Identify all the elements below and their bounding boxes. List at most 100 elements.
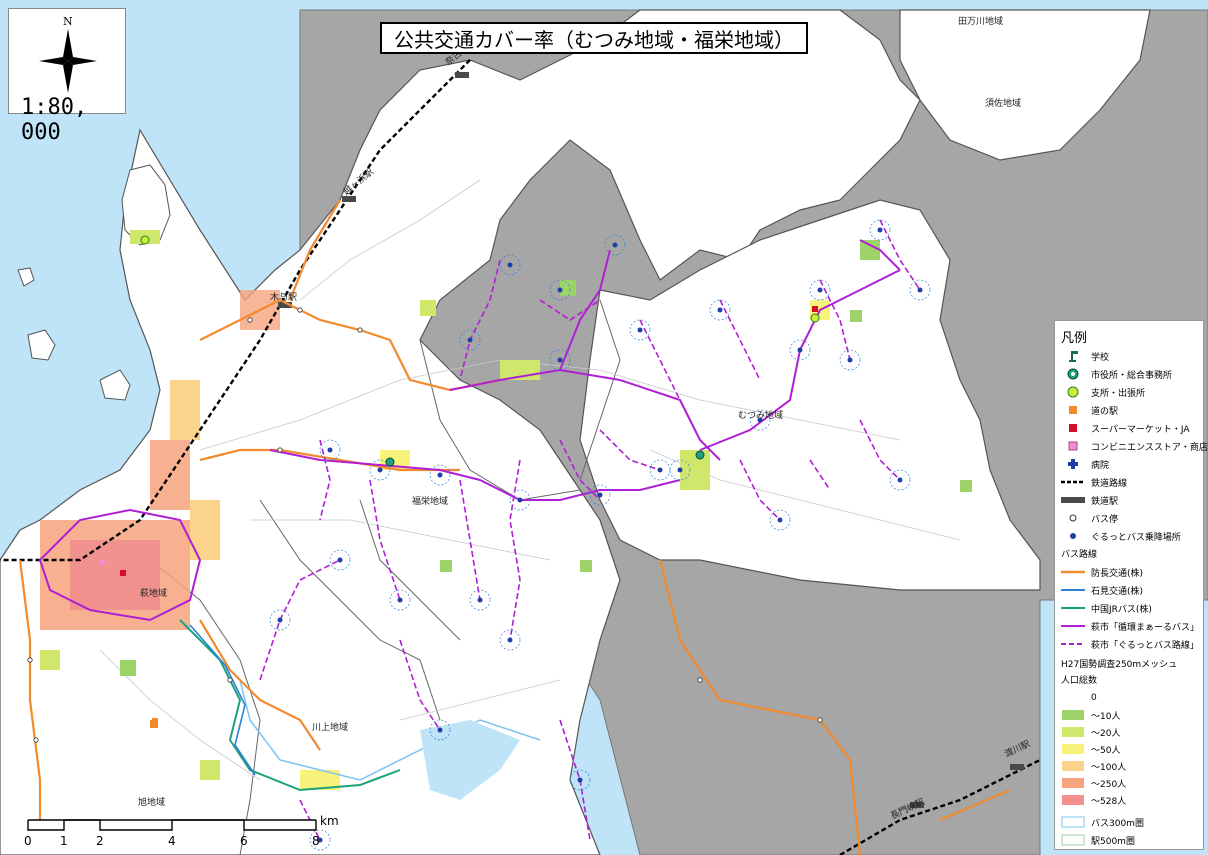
city-hall-icon bbox=[1067, 368, 1079, 380]
school-icon bbox=[1069, 351, 1078, 362]
legend-bus-buffer: バス300m圏 bbox=[1061, 813, 1144, 831]
pop-swatch bbox=[1062, 761, 1084, 771]
compass-icon bbox=[39, 29, 97, 93]
pop-class-label: ～528人 bbox=[1091, 796, 1127, 807]
pop-swatch bbox=[1062, 727, 1084, 737]
scale-tick: 0 bbox=[24, 834, 32, 848]
north-letter: N bbox=[63, 15, 73, 28]
scale-tick: 6 bbox=[240, 834, 248, 848]
jr-route bbox=[179, 619, 401, 792]
iwami-line-icon bbox=[1061, 589, 1085, 591]
bus-stops bbox=[27, 307, 823, 743]
scale-tick: 8 bbox=[312, 834, 320, 848]
map-title: 公共交通カバー率（むつみ地域・福栄地域） bbox=[380, 22, 808, 54]
pop-swatch bbox=[1062, 693, 1084, 703]
lake bbox=[420, 720, 520, 800]
scale-ratio: 1:80, 000 bbox=[21, 95, 88, 145]
place-label-mutsumi: むつみ地域 bbox=[738, 411, 784, 421]
scale-tick: 4 bbox=[168, 834, 176, 848]
supermarket-icon bbox=[1069, 424, 1077, 432]
pop-class-label: ～250人 bbox=[1091, 779, 1127, 790]
hospital-icon bbox=[1068, 459, 1078, 469]
scale-bar-graphic bbox=[27, 819, 322, 831]
legend-item-school: 学校 bbox=[1061, 347, 1109, 365]
north-arrow-panel: N 1:80, 000 bbox=[8, 8, 126, 145]
legend-route-iwami: 石見交通(株) bbox=[1061, 581, 1143, 599]
legend-pop-class: ～250人 bbox=[1061, 774, 1126, 792]
pop-class-label: ～50人 bbox=[1091, 745, 1121, 756]
gurutto-stops bbox=[277, 227, 923, 843]
pop-swatch bbox=[1062, 710, 1084, 720]
legend-mesh-heading: H27国勢調査250mメッシュ bbox=[1061, 660, 1178, 670]
pop-swatch bbox=[1062, 795, 1084, 805]
place-label-fukue: 福栄地域 bbox=[412, 497, 449, 507]
bofu-routes bbox=[18, 199, 1011, 855]
legend-item-convenience: コンビニエンスストア・商店 bbox=[1061, 437, 1208, 455]
place-label-tamagawa: 田万川地域 bbox=[958, 17, 1004, 27]
legend-item-gurutto-stop: ぐるっとバス乗降場所 bbox=[1061, 527, 1181, 545]
mainland bbox=[0, 9, 921, 855]
station-label-kiyo: 木与駅 bbox=[270, 293, 298, 303]
island bbox=[99, 369, 131, 401]
minor-roads bbox=[99, 179, 961, 781]
legend-bus-heading: バス路線 bbox=[1061, 550, 1098, 560]
island bbox=[17, 267, 35, 287]
roadside-station-icon bbox=[1069, 406, 1077, 414]
station-buffer-icon bbox=[1061, 834, 1085, 846]
island bbox=[27, 329, 56, 361]
legend-item-branch-office: 支所・出張所 bbox=[1061, 383, 1145, 401]
pop-class-label: ～10人 bbox=[1091, 711, 1121, 722]
pop-class-label: ～20人 bbox=[1091, 728, 1121, 739]
railway-line-icon bbox=[1061, 480, 1085, 484]
scale-bar: 0 1 2 4 6 8 km bbox=[22, 812, 342, 852]
scale-unit: km bbox=[320, 814, 339, 828]
legend-item-railway-station: 鉄道駅 bbox=[1061, 491, 1118, 509]
bus-buffer-icon bbox=[1061, 816, 1085, 828]
legend-item-bus-stop: バス停 bbox=[1061, 509, 1118, 527]
railway-stations bbox=[278, 72, 1024, 808]
scale-tick: 1 bbox=[60, 834, 68, 848]
legend-pop-class: 0 bbox=[1061, 689, 1097, 707]
facility-markers bbox=[100, 235, 820, 724]
legend-pop-class: ～528人 bbox=[1061, 791, 1126, 809]
legend-item-supermarket: スーパーマーケット・JA bbox=[1061, 419, 1190, 437]
legend-route-junkan: 萩市「循環まぁーるバス」 bbox=[1061, 617, 1199, 635]
junkan-line-icon bbox=[1061, 625, 1085, 627]
bofu-line-icon bbox=[1061, 570, 1085, 574]
legend-panel: 凡例 学校 市役所・総合事務所 支所・出張所 道の駅 スーパーマーケット・JA … bbox=[1054, 320, 1208, 850]
legend-item-city-hall: 市役所・総合事務所 bbox=[1061, 365, 1172, 383]
place-label-susa: 須佐地域 bbox=[985, 99, 1022, 109]
susa-area bbox=[899, 9, 1151, 161]
place-label-asahi: 旭地域 bbox=[138, 798, 166, 808]
scale-tick: 2 bbox=[96, 834, 104, 848]
branch-office-icon bbox=[1067, 386, 1079, 398]
legend-route-bofu: 防長交通(株) bbox=[1061, 563, 1143, 581]
bus-stop-icon bbox=[1069, 514, 1077, 522]
legend-route-gurutto: 萩市「ぐるっとバス路線」 bbox=[1061, 635, 1199, 653]
legend-item-railway-line: 鉄道路線 bbox=[1061, 473, 1127, 491]
gurutto-line-icon bbox=[1061, 643, 1085, 645]
legend-pop-class: ～10人 bbox=[1061, 706, 1120, 724]
bus-buffers bbox=[269, 219, 931, 851]
pop-class-label: ～100人 bbox=[1091, 762, 1127, 773]
legend-item-hospital: 病院 bbox=[1061, 455, 1109, 473]
legend-route-jr: 中国JRバス(株) bbox=[1061, 599, 1152, 617]
railway-line bbox=[839, 758, 1041, 855]
mutsumi-area bbox=[579, 199, 1041, 591]
legend-pop-heading: 人口総数 bbox=[1061, 676, 1098, 686]
iwami-route bbox=[189, 624, 256, 776]
legend-title: 凡例 bbox=[1061, 331, 1088, 346]
jr-line-icon bbox=[1061, 607, 1085, 609]
legend-pop-class: ～50人 bbox=[1061, 740, 1120, 758]
pop-class-label: 0 bbox=[1091, 693, 1097, 703]
place-label-hagi: 萩地域 bbox=[140, 589, 168, 599]
legend-item-roadside-station: 道の駅 bbox=[1061, 401, 1118, 419]
legend-station-buffer: 駅500m圏 bbox=[1061, 831, 1135, 849]
pop-swatch bbox=[1062, 778, 1084, 788]
legend-pop-class: ～100人 bbox=[1061, 757, 1126, 775]
legend-pop-class: ～20人 bbox=[1061, 723, 1120, 741]
pop-swatch bbox=[1062, 744, 1084, 754]
place-label-kawakami: 川上地域 bbox=[312, 723, 349, 733]
convenience-store-icon bbox=[1068, 441, 1078, 451]
